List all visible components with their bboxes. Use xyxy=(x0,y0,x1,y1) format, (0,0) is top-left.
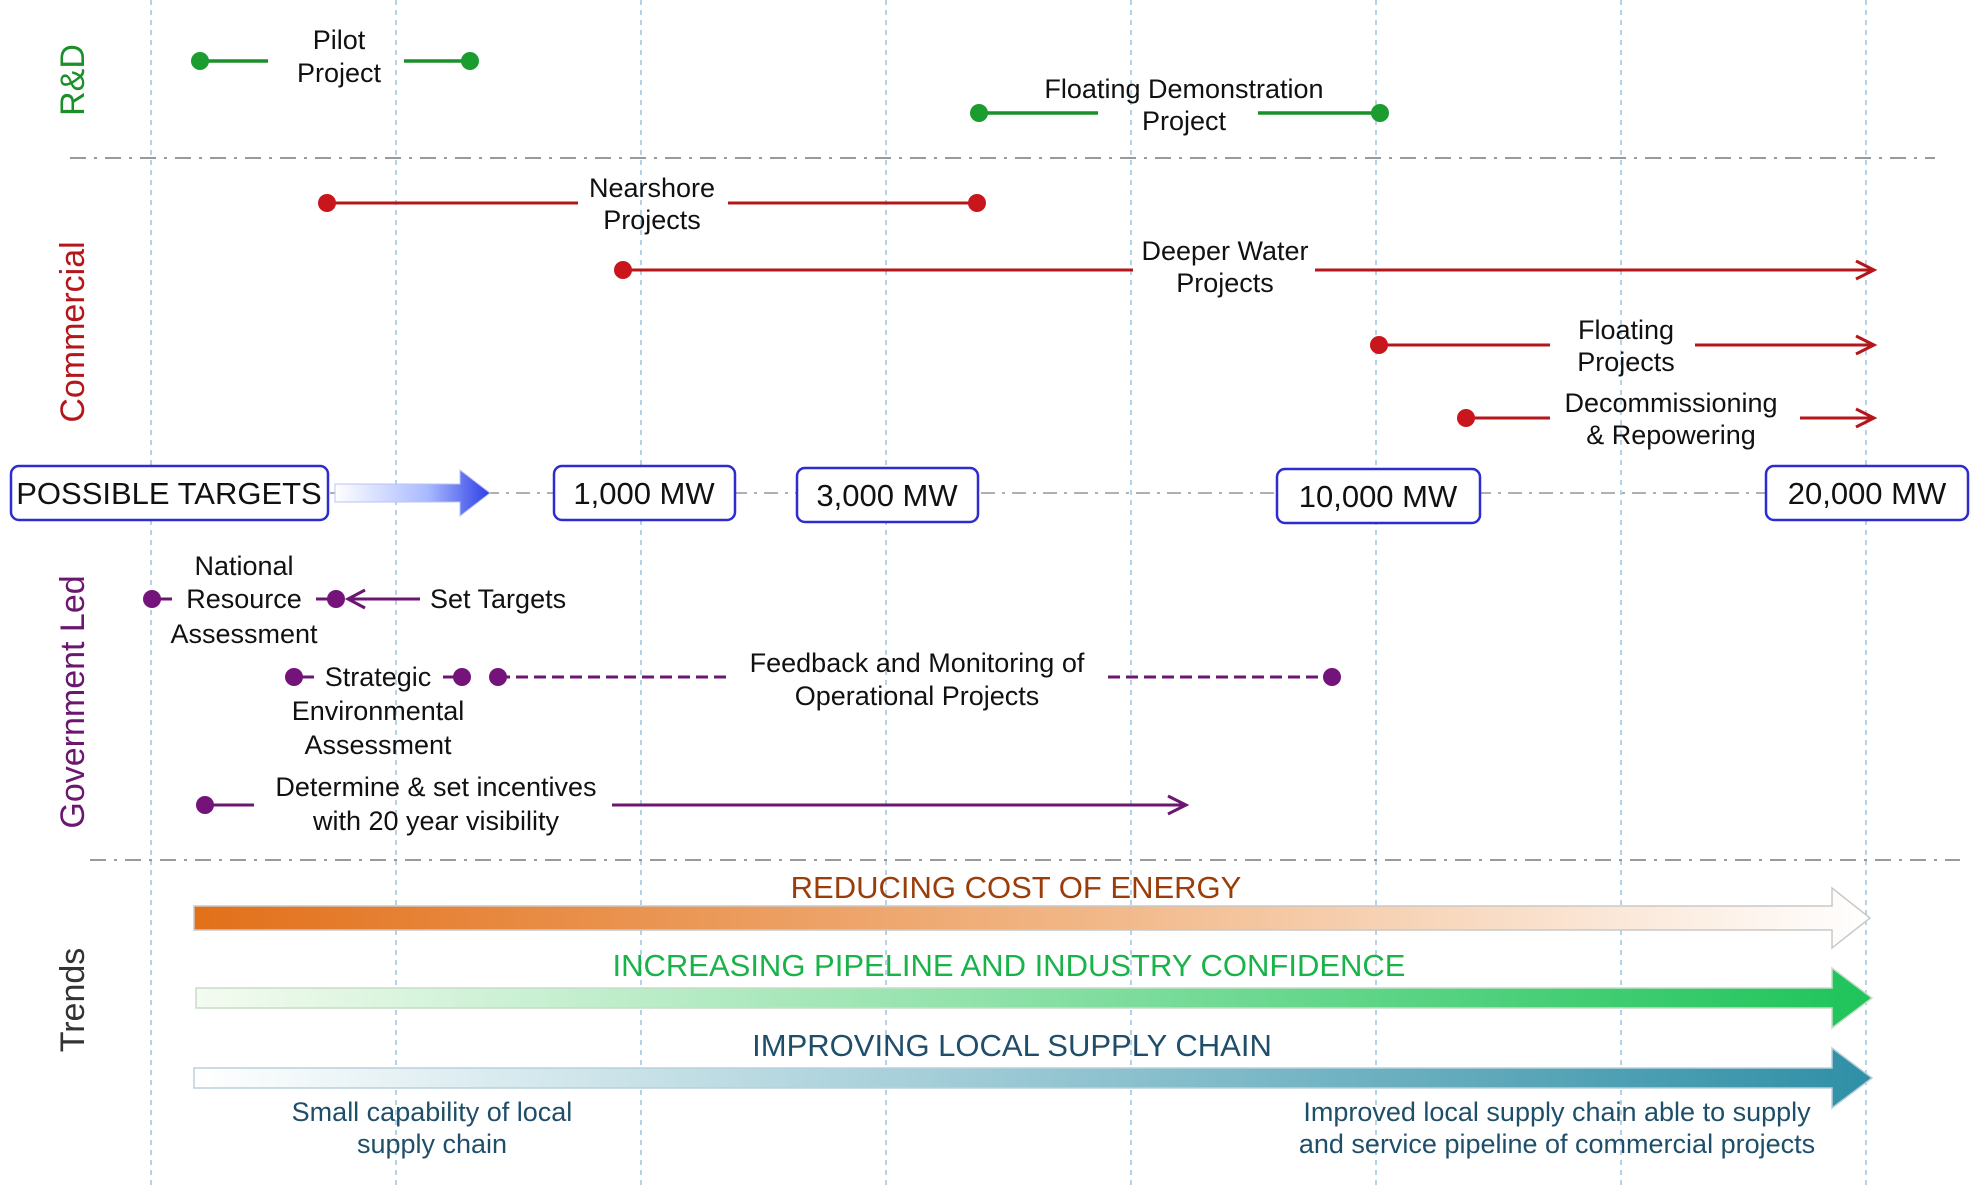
section-label-commercial: Commercial xyxy=(54,241,92,422)
gov-incentives xyxy=(196,794,1190,816)
section-label-government: Government Led xyxy=(54,575,92,828)
possible-targets-box xyxy=(9,464,330,522)
commercial-decommissioning xyxy=(1457,407,1878,429)
timeline-dot xyxy=(1370,336,1388,354)
timeline-dot xyxy=(453,668,471,686)
trend-label-confidence: INCREASING PIPELINE AND INDUSTRY CONFIDE… xyxy=(613,948,1406,983)
timeline-dot xyxy=(143,590,161,608)
commercial-floating xyxy=(1370,334,1878,356)
target-box-10000 xyxy=(1275,467,1482,525)
section-label-rnd: R&D xyxy=(54,44,92,116)
pilot-project-label: Project xyxy=(297,58,382,88)
supply-note-right: and service pipeline of commercial proje… xyxy=(1299,1129,1815,1159)
target-label-10000: 10,000 MW xyxy=(1299,479,1458,514)
nra-label: Assessment xyxy=(170,619,318,649)
deeper-water-label: Projects xyxy=(1176,268,1274,298)
decommissioning-label: Decommissioning xyxy=(1564,388,1777,418)
floating-demo-label: Floating Demonstration xyxy=(1044,74,1323,104)
timeline-dot xyxy=(489,668,507,686)
trend-arrow-supply xyxy=(193,1046,1874,1110)
feedback-label: Feedback and Monitoring of xyxy=(750,648,1085,678)
trend-arrow-cost xyxy=(193,886,1872,950)
supply-note-right: Improved local supply chain able to supp… xyxy=(1303,1097,1811,1127)
trend-label-cost: REDUCING COST OF ENERGY xyxy=(791,870,1242,905)
supply-note-left: Small capability of local xyxy=(292,1097,573,1127)
nearshore-label: Projects xyxy=(603,205,701,235)
timeline-dot xyxy=(327,590,345,608)
timeline-dot xyxy=(285,668,303,686)
set-targets-label: Set Targets xyxy=(430,584,566,614)
gov-national-resource-assessment xyxy=(143,590,345,608)
commercial-nearshore xyxy=(318,194,986,212)
timeline-dot xyxy=(1371,104,1389,122)
target-box-20000 xyxy=(1764,464,1970,522)
nearshore-label: Nearshore xyxy=(589,173,715,203)
timeline-dot xyxy=(968,194,986,212)
commercial-deeper-water xyxy=(614,259,1878,281)
timeline-dot xyxy=(196,796,214,814)
possible-targets-arrow xyxy=(334,468,491,518)
floating-demo-label: Project xyxy=(1142,106,1227,136)
timeline-dot xyxy=(970,104,988,122)
nra-label: National xyxy=(194,551,293,581)
timeline-dot xyxy=(614,261,632,279)
nra-label: Resource xyxy=(186,584,302,614)
sea-label: Assessment xyxy=(304,730,452,760)
incentives-label: with 20 year visibility xyxy=(312,806,560,836)
gov-set-targets-arrow xyxy=(344,588,420,610)
rnd-floating-demonstration xyxy=(970,104,1389,122)
sea-label: Environmental xyxy=(292,696,465,726)
timeline-dot xyxy=(318,194,336,212)
trend-arrow-confidence xyxy=(195,966,1874,1030)
floating-projects-label: Floating xyxy=(1578,315,1674,345)
target-box-3000 xyxy=(795,466,980,524)
section-dividers xyxy=(70,157,1960,861)
rnd-pilot-project xyxy=(191,52,479,70)
gov-feedback-monitoring xyxy=(489,668,1341,686)
target-label-20000: 20,000 MW xyxy=(1788,476,1947,511)
floating-projects-label: Projects xyxy=(1577,347,1675,377)
feedback-label: Operational Projects xyxy=(795,681,1040,711)
section-label-trends: Trends xyxy=(54,948,92,1053)
pilot-project-label: Pilot xyxy=(313,25,366,55)
deeper-water-label: Deeper Water xyxy=(1141,236,1308,266)
trend-label-supply: IMPROVING LOCAL SUPPLY CHAIN xyxy=(752,1028,1272,1063)
gov-strategic-environmental-assessment xyxy=(285,668,471,686)
timeline-dot xyxy=(461,52,479,70)
target-label-3000: 3,000 MW xyxy=(816,478,958,513)
vertical-gridlines xyxy=(150,0,1867,1189)
supply-note-left: supply chain xyxy=(357,1129,507,1159)
sea-label: Strategic xyxy=(325,662,432,692)
timeline-dot xyxy=(1457,409,1475,427)
incentives-label: Determine & set incentives xyxy=(275,772,596,802)
decommissioning-label: & Repowering xyxy=(1586,420,1756,450)
target-box-1000 xyxy=(552,464,737,522)
possible-targets-label: POSSIBLE TARGETS xyxy=(16,476,322,511)
target-label-1000: 1,000 MW xyxy=(573,476,715,511)
timeline-dot xyxy=(191,52,209,70)
timeline-dot xyxy=(1323,668,1341,686)
